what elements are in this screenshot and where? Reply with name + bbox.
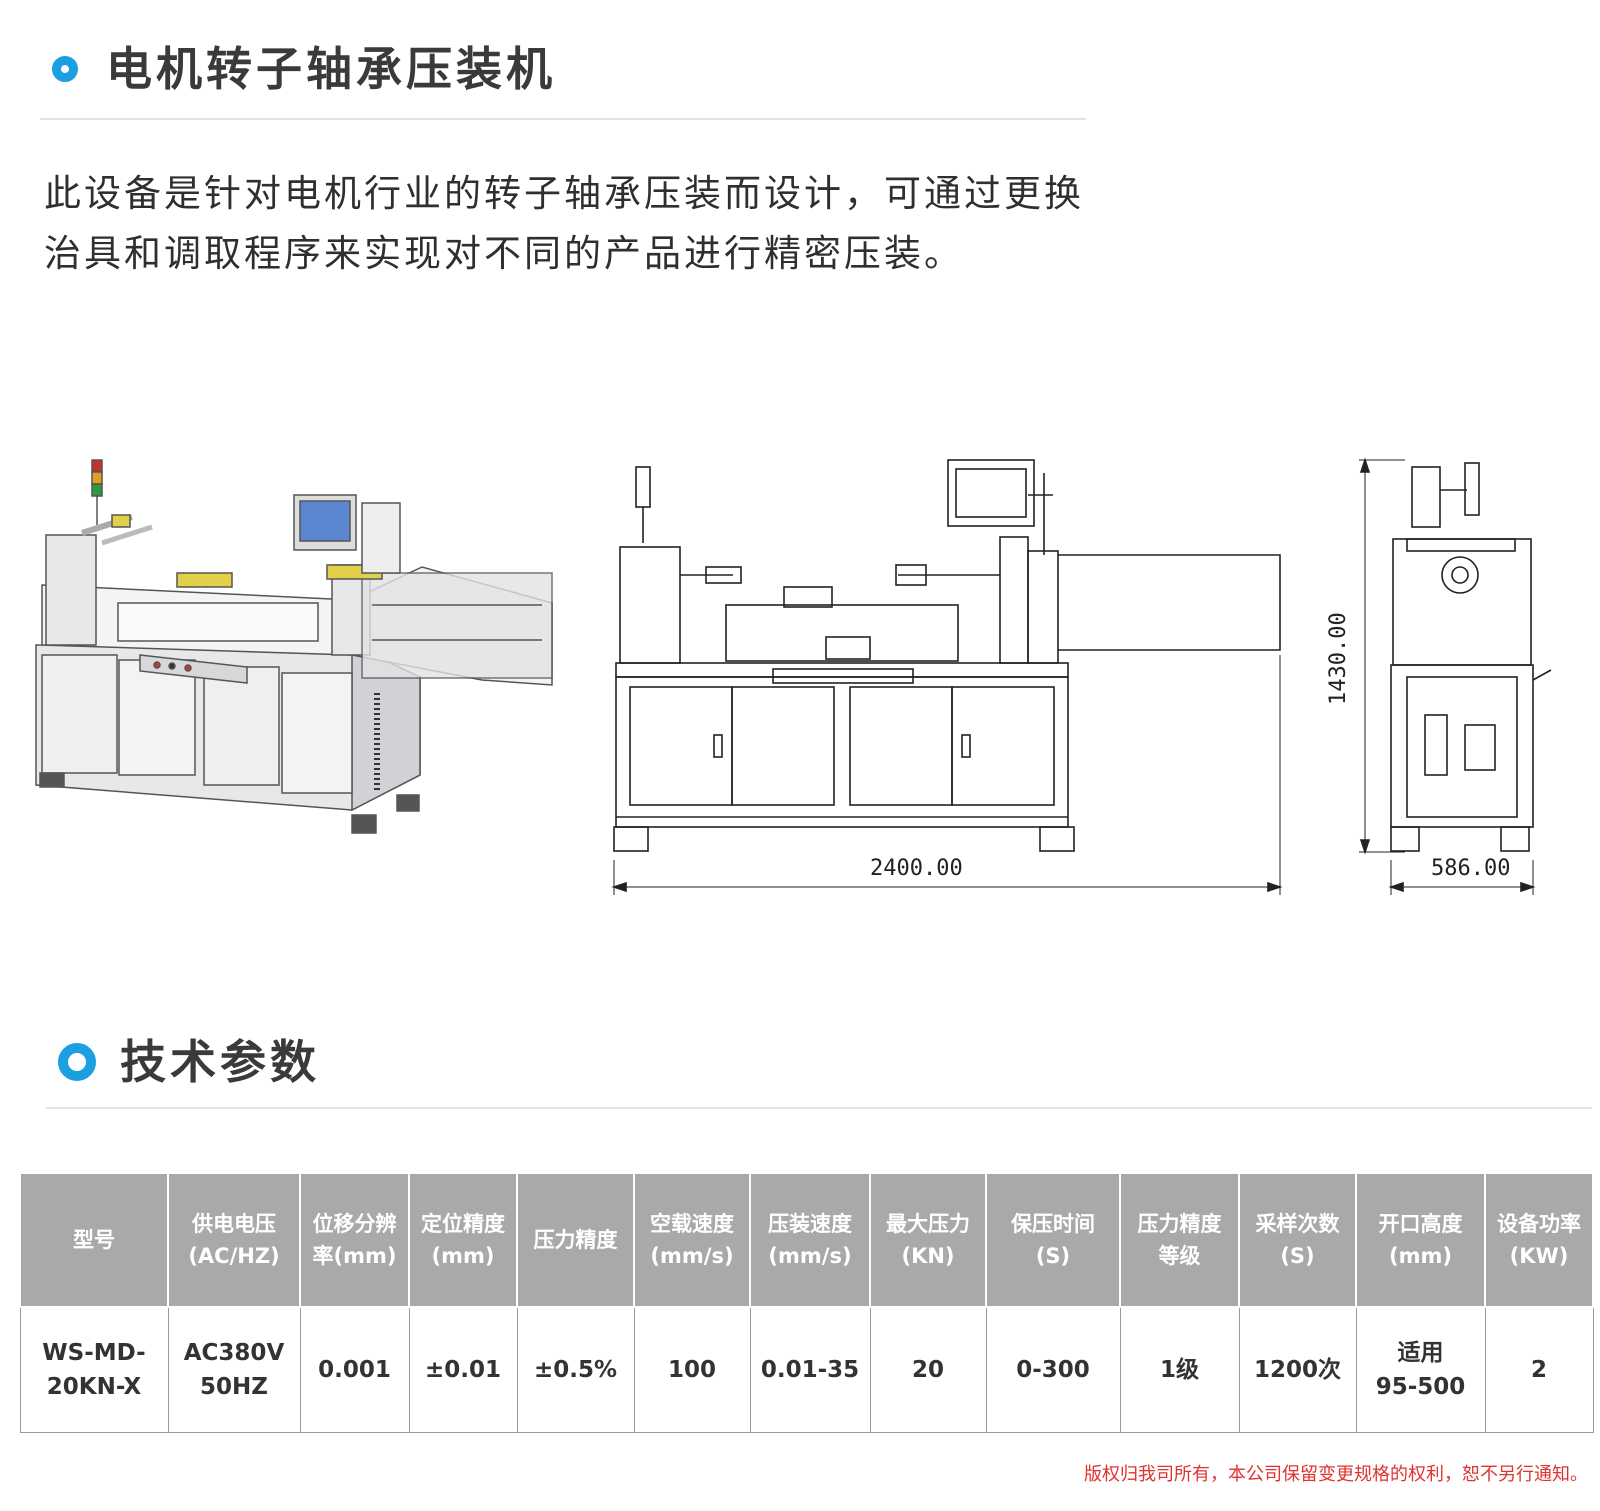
header-text: 供电电压: [192, 1212, 276, 1236]
header-text: 开口高度: [1378, 1212, 1463, 1236]
header-text: 定位精度: [421, 1212, 505, 1236]
table-cell: 适用 95-500: [1355, 1307, 1486, 1433]
header-text: (mm): [1389, 1244, 1452, 1268]
header-text: (S): [1280, 1244, 1315, 1268]
table-header-cell: 压装速度 (mm/s): [749, 1172, 871, 1308]
cell-text: 0-300: [1016, 1357, 1090, 1383]
table-cell: 0.01-35: [749, 1307, 871, 1433]
cell-text: AC380V: [183, 1340, 285, 1366]
front-view-drawing: 2400.00: [611, 459, 1283, 895]
divider: [40, 118, 1086, 120]
cell-text: ±0.5%: [533, 1357, 618, 1383]
product-description: 此设备是针对电机行业的转子轴承压装而设计，可通过更换治具和调取程序来实现对不同的…: [44, 172, 1084, 275]
table-cell: WS-MD- 20KN-X: [19, 1307, 169, 1433]
table-header-row: 型号 供电电压 (AC/HZ) 位移分辨率(mm) 定位精度 (mm) 压力精度 空载速度 (m…: [19, 1172, 1594, 1308]
table-header-cell: 定位精度 (mm): [408, 1172, 518, 1308]
header-text: (AC/HZ): [188, 1244, 280, 1268]
side-view-drawing: 586.00 1430.00: [1326, 457, 1552, 895]
cell-text: 适用: [1397, 1340, 1444, 1366]
bullet-ring-icon: [58, 1043, 96, 1081]
header-text: 空载速度: [650, 1212, 734, 1236]
table-header-cell: 采样次数 (S): [1238, 1172, 1357, 1308]
table-cell: 1200次: [1238, 1307, 1357, 1433]
table-header-cell: 最大压力 (KN): [869, 1172, 987, 1308]
bullet-ring-icon: [52, 56, 78, 82]
table-cell: 1级: [1119, 1307, 1240, 1433]
table-cell: ±0.01: [408, 1307, 518, 1433]
header-text: (mm/s): [768, 1244, 852, 1268]
cell-text: 1200次: [1253, 1357, 1341, 1383]
header-text: 设备功率: [1497, 1212, 1581, 1236]
cell-text: 1级: [1159, 1357, 1199, 1383]
table-header-cell: 设备功率 (KW): [1484, 1172, 1594, 1308]
cell-text: 100: [667, 1357, 716, 1383]
table-cell: 0-300: [985, 1307, 1121, 1433]
header-text: (S): [1035, 1244, 1071, 1268]
header-text: 率(mm): [312, 1244, 397, 1268]
cell-text: 50HZ: [200, 1374, 268, 1400]
header-text: 压装速度: [768, 1212, 852, 1236]
header-text: (KW): [1509, 1244, 1569, 1268]
table-cell: AC380V 50HZ: [167, 1307, 301, 1433]
table-header-cell: 压力精度等级: [1119, 1172, 1240, 1308]
isometric-drawing: [35, 459, 553, 834]
divider: [46, 1107, 1592, 1109]
height-dimension-label: 1430.00: [1326, 612, 1351, 705]
table-header-cell: 位移分辨率(mm): [299, 1172, 410, 1308]
header-text: 最大压力: [886, 1212, 970, 1236]
cell-text: 0.001: [318, 1357, 391, 1383]
header-text: 等级: [1158, 1244, 1201, 1268]
table-header-cell: 空载速度 (mm/s): [633, 1172, 751, 1308]
header-text: (mm): [431, 1244, 495, 1268]
cell-text: 20: [911, 1357, 944, 1383]
cell-text: 95-500: [1375, 1374, 1466, 1400]
table-cell: 100: [633, 1307, 751, 1433]
header-text: (KN): [901, 1244, 955, 1268]
table-cell: 2: [1484, 1307, 1594, 1433]
table-cell: ±0.5%: [516, 1307, 635, 1433]
header-text: 采样次数: [1255, 1212, 1340, 1236]
header-text: 压力精度: [533, 1228, 618, 1252]
product-title: 电机转子轴承压装机: [106, 42, 556, 96]
table-header-cell: 供电电压 (AC/HZ): [167, 1172, 301, 1308]
spec-table: 型号 供电电压 (AC/HZ) 位移分辨率(mm) 定位精度 (mm) 压力精度 空载速度 (m…: [19, 1172, 1594, 1433]
table-header-cell: 保压时间 (S): [985, 1172, 1121, 1308]
section-heading-specs: 技术参数: [58, 1039, 320, 1085]
depth-dimension-label: 586.00: [1431, 856, 1510, 881]
width-dimension-label: 2400.00: [870, 856, 963, 881]
cell-text: 2: [1530, 1357, 1547, 1383]
header-text: 压力精度: [1137, 1212, 1222, 1236]
table-header-cell: 压力精度: [516, 1172, 635, 1308]
table-header-cell: 开口高度 (mm): [1355, 1172, 1486, 1308]
cell-text: ±0.01: [424, 1357, 502, 1383]
table-cell: 20: [869, 1307, 987, 1433]
copyright-notice: 版权归我司所有，本公司保留变更规格的权利，恕不另行通知。: [1084, 1464, 1588, 1485]
header-text: 型号: [73, 1228, 115, 1252]
table-header-cell: 型号: [19, 1172, 169, 1308]
cell-text: 0.01-35: [760, 1357, 860, 1383]
table-row: WS-MD- 20KN-X AC380V 50HZ 0.001 ±0.01 ±0.5% 100…: [19, 1307, 1594, 1433]
table-cell: 0.001: [299, 1307, 410, 1433]
specs-title: 技术参数: [120, 1035, 320, 1089]
cell-text: WS-MD-: [42, 1340, 146, 1366]
section-heading-product: 电机转子轴承压装机: [52, 46, 556, 92]
header-text: 保压时间: [1011, 1212, 1095, 1236]
cell-text: 20KN-X: [46, 1374, 142, 1400]
header-text: 位移分辨: [312, 1212, 397, 1236]
header-text: (mm/s): [650, 1244, 734, 1268]
